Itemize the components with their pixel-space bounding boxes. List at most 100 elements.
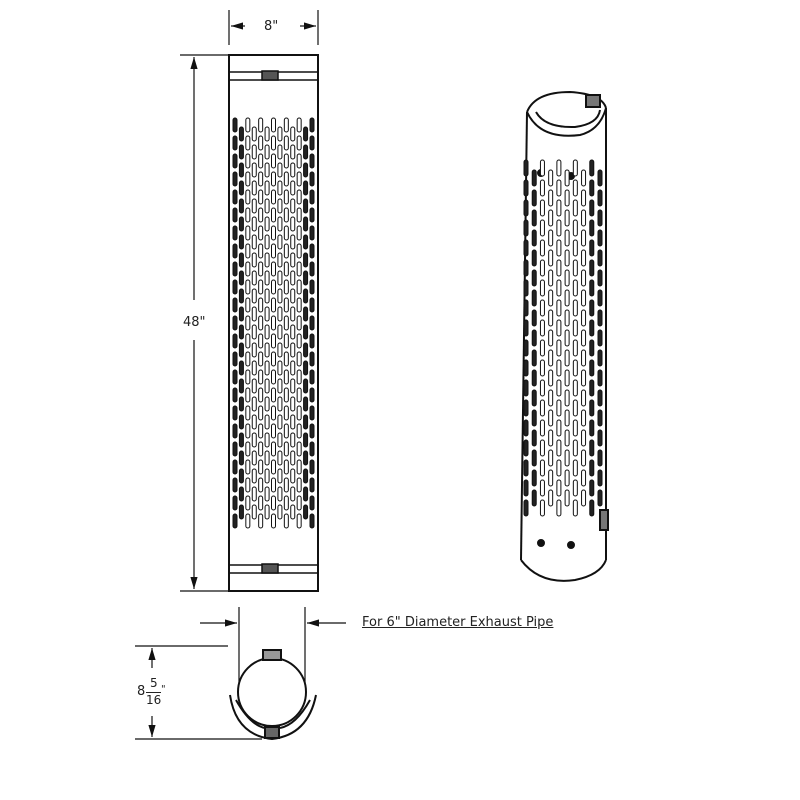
slot (523, 459, 529, 477)
slot (245, 513, 251, 529)
slot (290, 378, 296, 394)
slot (572, 219, 578, 237)
slot (251, 252, 257, 268)
slot (303, 324, 309, 340)
slot (245, 243, 251, 259)
slot (296, 513, 302, 529)
slot (548, 189, 554, 207)
perforation-slots-3d (523, 159, 603, 517)
slot (238, 468, 244, 484)
width-label: 8" (264, 19, 279, 34)
slot (290, 288, 296, 304)
slot (309, 495, 315, 511)
slot (290, 414, 296, 430)
slot (589, 219, 595, 237)
slot (283, 477, 289, 493)
slot (296, 495, 302, 511)
slot (523, 179, 529, 197)
slot (277, 198, 283, 214)
slot (309, 189, 315, 205)
slot (597, 189, 603, 207)
slot (581, 209, 587, 227)
slot (556, 399, 562, 417)
slot (251, 162, 257, 178)
depth-whole: 8 (137, 684, 146, 699)
slot (245, 171, 251, 187)
slot (264, 216, 270, 232)
slot (589, 239, 595, 257)
slot (589, 379, 595, 397)
slot (303, 342, 309, 358)
slot (251, 180, 257, 196)
slot (245, 441, 251, 457)
slot (303, 270, 309, 286)
slot (309, 225, 315, 241)
slot (238, 270, 244, 286)
slot (296, 387, 302, 403)
slot (258, 477, 264, 493)
slot (564, 229, 570, 247)
slot (264, 414, 270, 430)
slot (539, 219, 545, 237)
slot (232, 207, 238, 223)
slot (572, 439, 578, 457)
slot (258, 405, 264, 421)
slot (572, 299, 578, 317)
slot (564, 329, 570, 347)
slot (572, 359, 578, 377)
slot (597, 389, 603, 407)
slot (589, 319, 595, 337)
depth-numerator: 5 (150, 676, 158, 690)
slot (296, 225, 302, 241)
slot (309, 369, 315, 385)
slot (309, 423, 315, 439)
slot (290, 162, 296, 178)
slot (564, 249, 570, 267)
slot (589, 339, 595, 357)
slot (232, 117, 238, 133)
slot (296, 243, 302, 259)
slot (264, 450, 270, 466)
slot (283, 369, 289, 385)
slot (251, 342, 257, 358)
slot (232, 387, 238, 403)
slot (296, 423, 302, 439)
slot (531, 189, 537, 207)
slot (296, 315, 302, 331)
slot (251, 144, 257, 160)
slot (523, 399, 529, 417)
slot (589, 259, 595, 277)
slot (251, 378, 257, 394)
slot (258, 495, 264, 511)
slot (271, 387, 276, 403)
slot (264, 360, 270, 376)
slot (309, 243, 315, 259)
slot (258, 333, 264, 349)
slot (309, 459, 315, 475)
slot (283, 189, 289, 205)
slot (277, 468, 283, 484)
slot (232, 279, 238, 295)
slot (296, 189, 302, 205)
slot (556, 199, 562, 217)
slot (581, 309, 587, 327)
slot (523, 299, 529, 317)
slot (597, 309, 603, 327)
slot (264, 288, 270, 304)
slot (232, 315, 238, 331)
slot (597, 269, 603, 287)
slot (531, 389, 537, 407)
slot (258, 207, 264, 223)
slot (258, 189, 264, 205)
slot (309, 405, 315, 421)
slot (564, 309, 570, 327)
slot (271, 477, 276, 493)
width-dimension (228, 10, 319, 45)
slot (539, 379, 545, 397)
slot (539, 299, 545, 317)
slot (277, 288, 283, 304)
slot (271, 351, 276, 367)
slot (539, 159, 545, 177)
slot (303, 396, 309, 412)
slot (531, 169, 537, 187)
